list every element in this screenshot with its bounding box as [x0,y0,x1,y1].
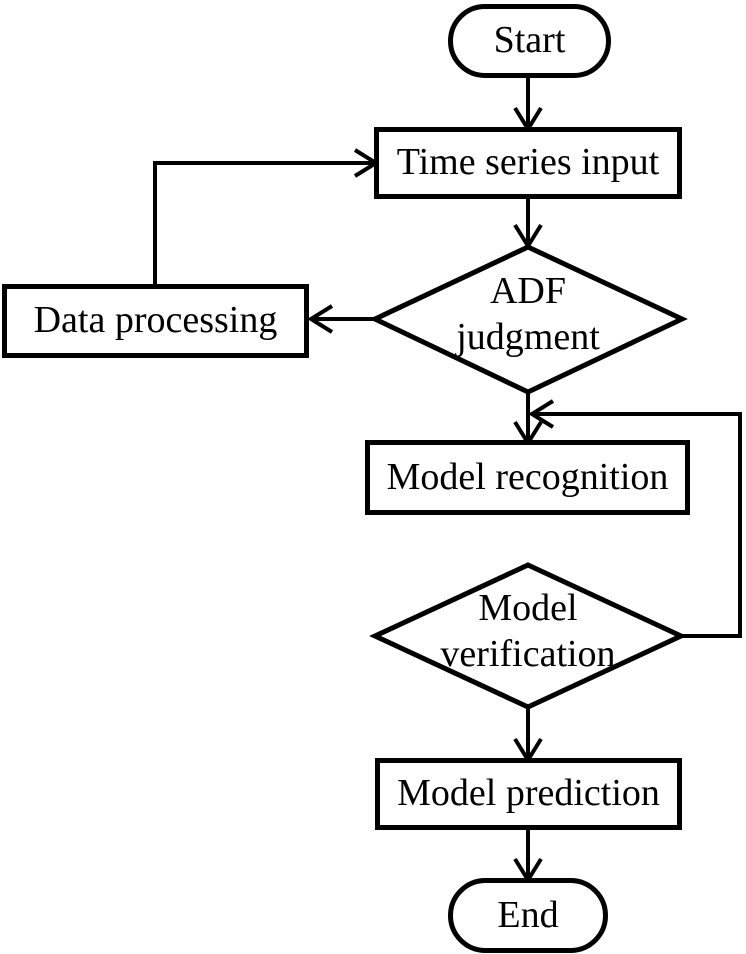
node-model-recognition-label: Model recognition [386,455,669,498]
arrowhead-left-icon [528,399,555,429]
node-model-prediction-label: Model prediction [397,772,660,815]
node-start-label: Start [493,19,566,62]
arrowhead-left-icon [307,304,334,334]
node-start: Start [448,4,611,78]
node-data-processing-label: Data processing [33,299,278,342]
node-model-verification-label: Model verification [378,585,678,677]
node-adf-judgment-label-line-1: ADF [489,270,567,312]
edge-data-processing-to-time-series-input [153,161,373,286]
node-end-label: End [497,893,559,936]
node-time-series-input-label: Time series input [396,141,660,184]
node-adf-judgment-label: ADF judgment [378,268,678,360]
node-time-series-input: Time series input [374,127,682,199]
node-model-verification-label-line-2: verification [440,633,616,675]
edge-model-verification-to-model-recognition [534,412,742,638]
node-end: End [448,878,608,953]
node-model-verification-shape [369,562,687,710]
node-adf-judgment-label-line-2: judgment [456,316,600,358]
node-data-processing: Data processing [2,284,309,358]
node-model-prediction: Model prediction [375,758,682,830]
node-adf-judgment-shape [369,244,688,395]
node-model-verification-label-line-1: Model [478,587,578,629]
node-model-recognition: Model recognition [365,440,690,515]
